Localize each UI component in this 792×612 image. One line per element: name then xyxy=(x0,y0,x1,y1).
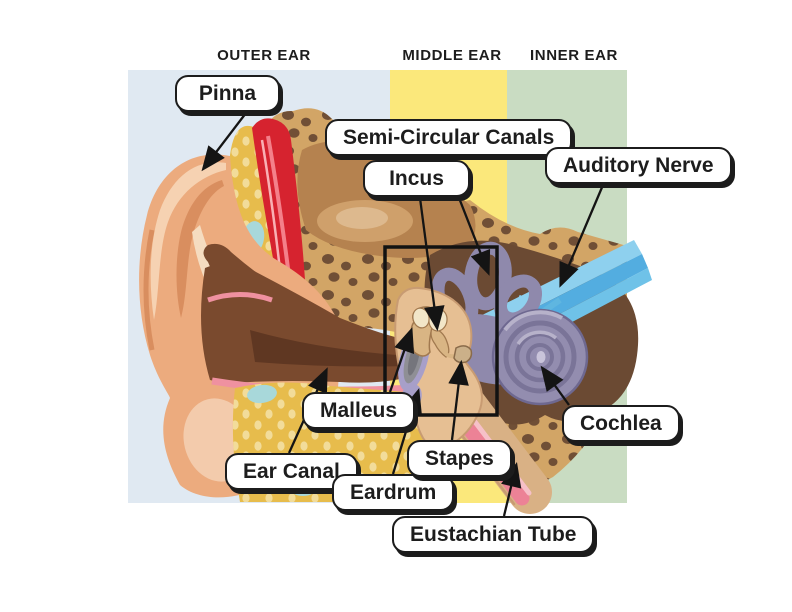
callout-line-auditory-nerve xyxy=(559,184,605,288)
bone-patch-core xyxy=(336,207,388,229)
label-auditory-nerve: Auditory Nerve xyxy=(545,147,732,184)
callout-line-incus xyxy=(418,197,445,332)
label-cochlea: Cochlea xyxy=(562,405,680,442)
region-header-outer-ear: OUTER EAR xyxy=(217,47,311,64)
label-semi-circular-canals: Semi-Circular Canals xyxy=(325,119,573,156)
incus-shape xyxy=(430,327,450,358)
label-malleus: Malleus xyxy=(302,392,416,429)
label-stapes: Stapes xyxy=(407,440,512,477)
callout-line-eustachian-tube xyxy=(501,461,522,517)
label-eardrum: Eardrum xyxy=(332,474,455,511)
callout-line-stapes xyxy=(448,359,469,441)
callout-line-pinna xyxy=(201,112,247,172)
region-header-middle-ear: MIDDLE EAR xyxy=(402,47,502,64)
callout-line-cochlea xyxy=(540,365,570,406)
callout-lines xyxy=(201,112,605,517)
cochlea-shape xyxy=(491,308,589,406)
middle-ear-focus-rectangle xyxy=(383,245,499,417)
label-incus: Incus xyxy=(363,160,470,197)
callout-line-malleus xyxy=(388,327,415,393)
region-header-inner-ear: INNER EAR xyxy=(530,47,618,64)
label-eustachian-tube: Eustachian Tube xyxy=(392,516,595,553)
stapes-shape xyxy=(453,345,473,364)
label-pinna: Pinna xyxy=(175,75,280,112)
